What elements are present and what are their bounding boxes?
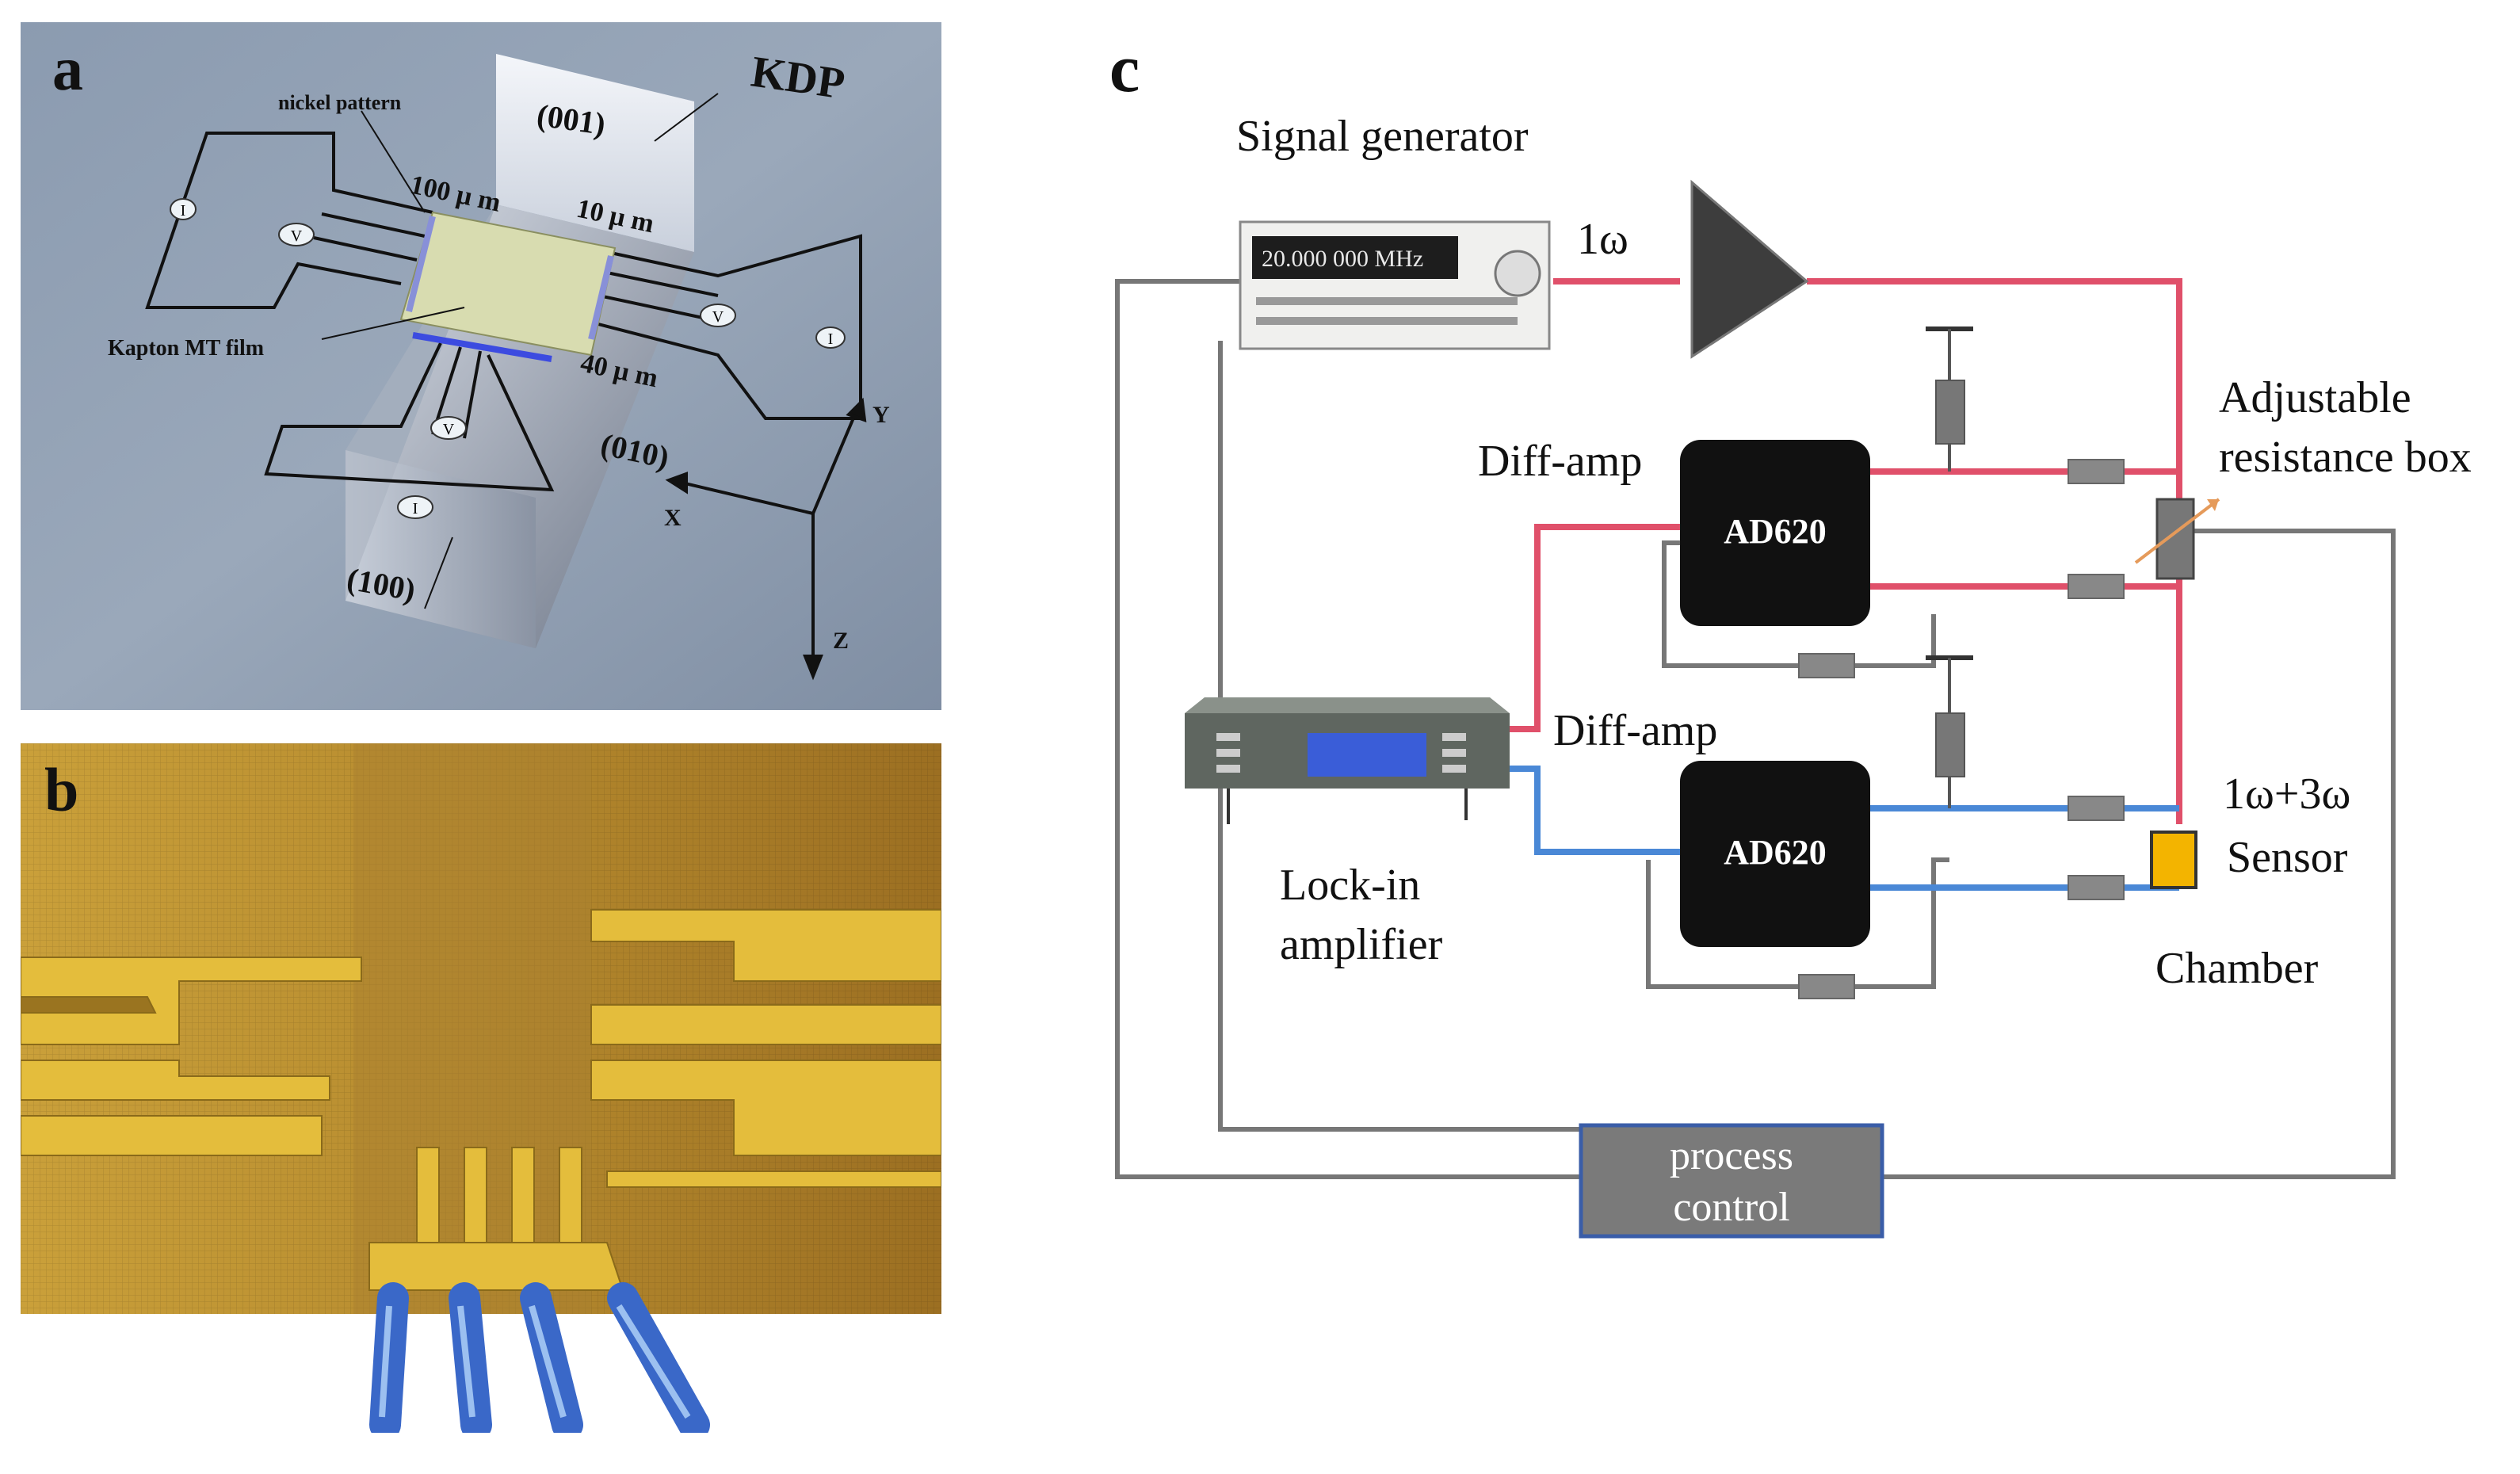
upper-probe [1926,326,1973,472]
lockin-label-2: amplifier [1280,920,1443,969]
lower-probe [1926,655,1973,808]
kdp-face-001 [496,54,694,252]
gray-wires [1115,279,2396,1179]
pad-i-right: I [828,330,834,348]
chamber-label: Chamber [2155,944,2319,993]
adjustable-resistance-box [2134,498,2220,580]
amplifier-triangle [1690,179,1809,359]
sg-display: 20.000 000 MHz [1262,246,1423,272]
process-control-box [1579,1123,1884,1239]
panel-b-letter: b [44,755,78,824]
chip1-label: AD620 [1724,512,1827,551]
lockin-label-1: Lock-in [1280,861,1420,910]
process-label-2: control [1673,1185,1789,1230]
panel-b-svg: b [21,743,941,1433]
panel-c-circuit: 20.000 000 MHz [1078,30,2512,1458]
blue-wires [1506,766,2179,891]
lock-in-amplifier [1185,697,1510,824]
axis-x-label: X [664,505,682,531]
panel-a-schematic: I V V I V I a KDP (001) (010) (100) nick… [21,22,941,710]
chip-ad620-bottom: AD620 [1680,761,1870,947]
adjustable-label-2: resistance box [2219,433,2472,482]
heater-line [412,332,552,362]
adjustable-label-1: Adjustable [2219,373,2411,422]
axis-z-label: Z [833,628,849,654]
contact-pads [170,198,846,519]
pad-v-right: V [712,308,724,326]
red-wires [1506,278,2182,824]
chip-ad620-top: AD620 [1680,440,1870,626]
diff-amp-label-1: Diff-amp [1478,437,1642,486]
nickel-pattern-wires [145,132,862,492]
kdp-face-100 [346,450,536,648]
process-label-1: process [1670,1133,1793,1178]
nickel-pattern-label: nickel pattern [278,91,402,114]
signal-generator: 20.000 000 MHz [1239,220,1551,350]
electrode-traces [21,909,941,1291]
pad-i-left: I [181,202,186,220]
resistors [1798,459,2125,999]
sensor [2150,831,2197,889]
kapton-film [399,211,617,357]
pad-i-bottom: I [413,500,418,517]
sensor-label: Sensor [2227,833,2348,882]
panel-c-svg: 20.000 000 MHz [1109,30,2472,1239]
panel-a-letter: a [52,34,83,103]
chip2-label: AD620 [1724,833,1827,872]
pad-v-bottom: V [443,421,455,438]
panel-b-photo: b [21,743,941,1433]
pad-v-left: V [291,227,303,245]
diff-amp-label-2: Diff-amp [1553,706,1717,755]
panel-a-svg: I V V I V I a KDP (001) (010) (100) nick… [21,22,941,710]
panel-c-letter: c [1109,32,1140,106]
signal-generator-label: Signal generator [1236,112,1529,161]
axes [665,397,867,681]
axis-y-label: Y [872,402,890,428]
omega-label: 1ω [1577,215,1628,264]
kapton-film-label: Kapton MT film [108,336,264,361]
omega13-label: 1ω+3ω [2223,769,2350,819]
